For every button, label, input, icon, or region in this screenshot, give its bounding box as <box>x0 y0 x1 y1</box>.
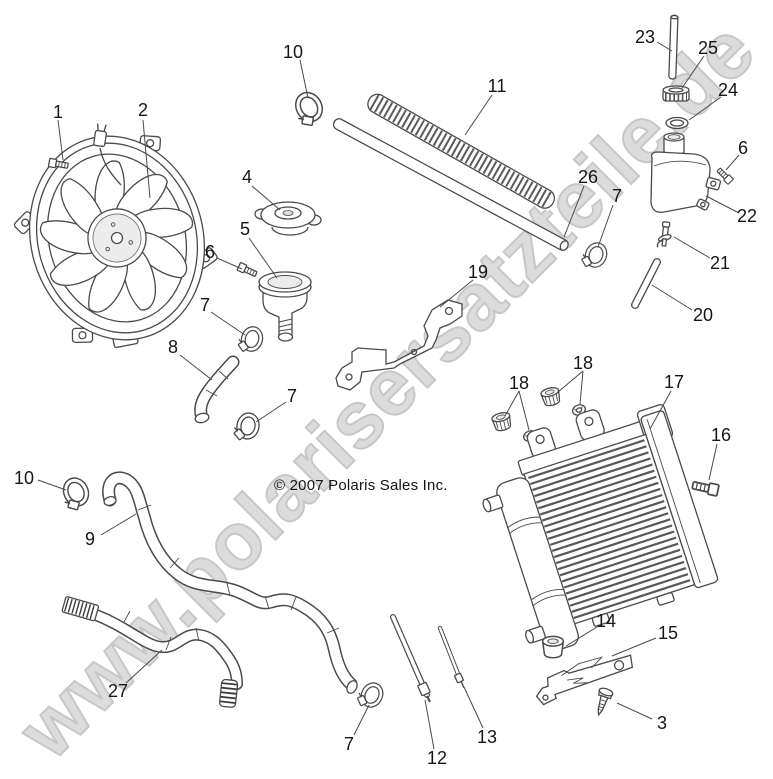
hose-9-opening-2 <box>346 680 358 694</box>
callout-16: 16 <box>711 425 731 445</box>
fan-wire-connector <box>93 123 122 186</box>
callout-14: 14 <box>596 611 616 631</box>
callout-10a: 10 <box>283 42 303 62</box>
clamp-7b <box>229 409 262 444</box>
callout-labels: 1 2 10 11 4 5 6 7 8 7 26 7 19 23 25 24 6… <box>14 27 757 768</box>
clamp-7-middle <box>576 237 611 273</box>
callout-26: 26 <box>578 167 598 187</box>
callout-13: 13 <box>477 727 497 747</box>
hose-27-threaded-end <box>61 596 100 622</box>
rod-13 <box>437 625 465 689</box>
callout-20: 20 <box>693 305 713 325</box>
callout-17: 17 <box>664 372 684 392</box>
hose-segment-lines <box>137 504 340 634</box>
bolt-16 <box>690 478 720 497</box>
callout-21: 21 <box>710 253 730 273</box>
bracket-19 <box>335 299 463 391</box>
clamp-7a <box>233 322 266 357</box>
callout-11: 11 <box>488 76 507 96</box>
callout-7d: 7 <box>612 186 622 206</box>
callout-19: 19 <box>468 262 488 282</box>
hose-9 <box>102 471 358 694</box>
callout-12: 12 <box>427 748 447 768</box>
corrugated-tube-11 <box>364 91 558 212</box>
callout-3: 3 <box>657 713 667 733</box>
gasket-24 <box>665 116 689 130</box>
callout-15: 15 <box>658 623 678 643</box>
overflow-tube-23 <box>668 14 679 80</box>
hose-20 <box>631 258 661 309</box>
grommet-18 <box>490 410 514 433</box>
hose-segment-lines <box>123 610 200 651</box>
callout-8: 8 <box>168 337 178 357</box>
callout-6b: 6 <box>738 138 748 158</box>
hose-27-corrugated-end <box>218 678 239 708</box>
callout-2: 2 <box>138 100 148 120</box>
callout-25: 25 <box>698 38 718 58</box>
radiator-17 <box>482 403 719 652</box>
coolant-reservoir-22 <box>650 132 722 213</box>
hose-27 <box>61 596 243 708</box>
callout-9: 9 <box>85 529 95 549</box>
reservoir-cap-25 <box>662 85 690 102</box>
callout-7b: 7 <box>287 386 297 406</box>
clamp-10-left <box>53 473 95 516</box>
clamp-7-bottom <box>351 676 388 714</box>
rod-12 <box>390 614 431 703</box>
tube-26 <box>332 118 569 251</box>
callout-24: 24 <box>718 80 738 100</box>
callout-1: 1 <box>53 102 63 122</box>
callout-6a: 6 <box>205 242 215 262</box>
cooling-fan <box>13 135 218 349</box>
grommet-14 <box>541 635 565 659</box>
radiator-cap-4 <box>254 201 322 236</box>
callout-18a: 18 <box>573 353 593 373</box>
callout-7c: 7 <box>344 734 354 754</box>
grommet-18 <box>539 385 563 408</box>
leader-lines <box>37 41 740 750</box>
callout-27: 27 <box>108 681 128 701</box>
callout-10b: 10 <box>14 468 34 488</box>
hose-8 <box>194 355 240 424</box>
bracket-15 <box>535 654 634 706</box>
screw-3 <box>597 687 614 717</box>
copyright-text: © 2007 Polaris Sales Inc. <box>274 477 448 494</box>
radiator-left-tank <box>482 477 579 652</box>
bolt-6a <box>236 261 259 279</box>
fitting-21 <box>656 221 672 248</box>
callout-4: 4 <box>242 167 252 187</box>
callout-22: 22 <box>737 206 757 226</box>
callout-7a: 7 <box>200 295 210 315</box>
callout-18b: 18 <box>509 373 529 393</box>
callout-23: 23 <box>635 27 655 47</box>
hose-9-opening <box>103 496 117 506</box>
filler-neck-5 <box>258 271 312 342</box>
callout-5: 5 <box>240 219 250 239</box>
